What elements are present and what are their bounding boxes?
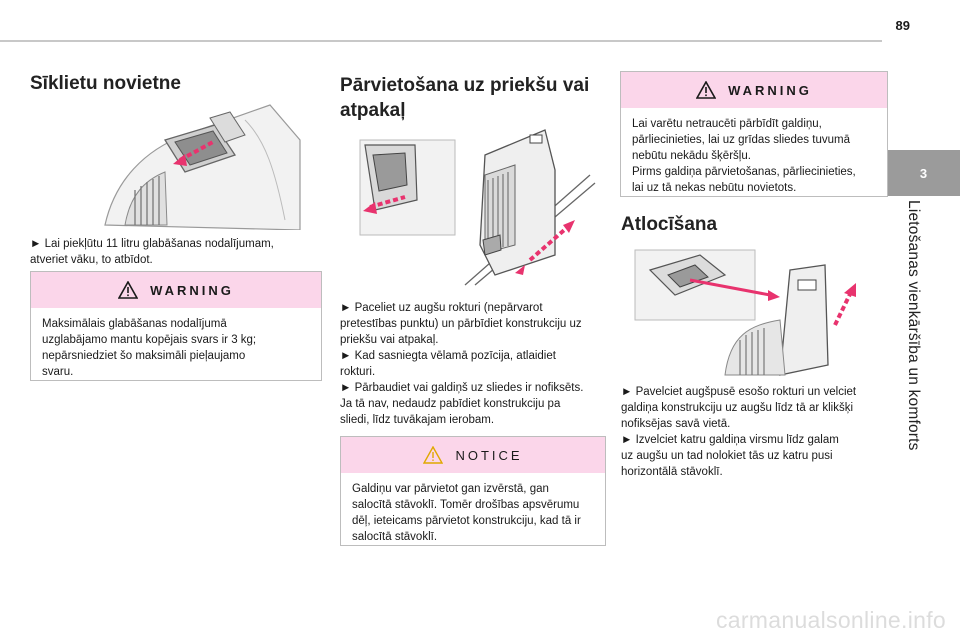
section-heading-unfold: Atlocīšana xyxy=(621,214,718,235)
warning-box-storage: WARNING Maksimālais glabāšanas nodalījum… xyxy=(30,271,322,381)
instruction-line: ► Kad sasniegta vēlamā pozīcija, atlaidi… xyxy=(340,350,556,362)
warning-box-slide: WARNING Lai varētu netraucēti pārbīdīt g… xyxy=(620,71,888,197)
instruction-line: Ja tā nav, nedaudz pabīdiet konstrukciju… xyxy=(340,398,561,410)
warning-line: nebūtu nekādu šķēršļu. xyxy=(632,150,751,162)
unfold-table-illustration xyxy=(634,249,856,376)
notice-triangle-icon xyxy=(423,446,444,464)
warning-body: Maksimālais glabāšanas nodalījumā uzglab… xyxy=(31,308,321,389)
instruction-line: sliedi, līdz tuvākajam ierobam. xyxy=(340,414,495,426)
watermark: carmanualsonline.info xyxy=(715,607,946,633)
storage-instructions: ► Lai piekļūtu 11 litru glabāšanas nodal… xyxy=(30,236,325,268)
slide-table-illustration xyxy=(359,129,596,286)
section-heading-slide: Pārvietošana uz priekšu vai atpakaļ xyxy=(340,73,600,123)
notice-line: dēļ, ieteicams pārvietot konstrukciju, k… xyxy=(352,515,581,527)
instruction-line: ► Izvelciet katru galdiņa virsmu līdz ga… xyxy=(621,434,839,446)
header-divider xyxy=(0,40,882,42)
storage-compartment-illustration xyxy=(104,104,301,230)
instruction-line: ► Pavelciet augšpusē esošo rokturi un ve… xyxy=(621,386,857,398)
warning-line: svaru. xyxy=(42,366,74,378)
heading-line: atpakaļ xyxy=(340,100,406,121)
instruction-line: horizontālā stāvoklī. xyxy=(621,466,723,478)
warning-label: WARNING xyxy=(150,282,234,298)
notice-label: NOTICE xyxy=(455,447,523,463)
heading-line: Pārvietošana uz priekšu vai xyxy=(340,75,590,96)
section-heading-storage: Sīklietu novietne xyxy=(30,73,181,94)
chapter-title: Lietošanas vienkāršība un komforts xyxy=(890,200,930,500)
warning-line: Maksimālais glabāšanas nodalījumā xyxy=(42,318,227,330)
warning-line: uzglabājamo mantu kopējais svars ir 3 kg… xyxy=(42,334,257,346)
notice-box: NOTICE Galdiņu var pārvietot gan izvērst… xyxy=(340,436,606,546)
instruction-line: galdiņa konstrukciju uz augšu līdz tā ar… xyxy=(621,402,854,414)
chapter-title-text: Lietošanas vienkāršība un komforts xyxy=(905,200,922,451)
slide-instructions: ► Paceliet uz augšu rokturi (nepārvarot … xyxy=(340,300,610,428)
warning-header: WARNING xyxy=(31,272,321,308)
warning-triangle-icon xyxy=(696,81,717,99)
warning-label: WARNING xyxy=(728,82,812,98)
notice-line: salocītā stāvoklī. Tomēr drošības apsvēr… xyxy=(352,499,580,511)
warning-line: Pirms galdiņa pārvietošanas, pārliecinie… xyxy=(632,166,856,178)
instruction-line: uz augšu un tad nolokiet tās uz katru pu… xyxy=(621,450,833,462)
page-number: 89 xyxy=(895,18,910,33)
warning-line: Lai varētu netraucēti pārbīdīt galdiņu, xyxy=(632,118,822,130)
chapter-tab[interactable]: 3 xyxy=(887,150,960,196)
instruction-line: nofiksējas savā vietā. xyxy=(621,418,731,430)
instruction-line: pretestības punktu) un pārbīdiet konstru… xyxy=(340,318,582,330)
unfold-instructions: ► Pavelciet augšpusē esošo rokturi un ve… xyxy=(621,384,883,480)
notice-header: NOTICE xyxy=(341,437,605,473)
chapter-number: 3 xyxy=(919,165,928,181)
instruction-line: atveriet vāku, to atbīdot. xyxy=(30,254,153,266)
warning-header: WARNING xyxy=(621,72,887,108)
notice-line: Galdiņu var pārvietot gan izvērstā, gan xyxy=(352,483,549,495)
instruction-line: ► Paceliet uz augšu rokturi (nepārvarot xyxy=(340,302,543,314)
notice-body: Galdiņu var pārvietot gan izvērstā, gan … xyxy=(341,473,605,554)
warning-line: pārliecinieties, lai uz grīdas sliedes t… xyxy=(632,134,850,146)
warning-line: nepārsniedziet šo maksimāli pieļaujamo xyxy=(42,350,246,362)
notice-line: salocītā stāvoklī. xyxy=(352,531,438,543)
instruction-line: rokturi. xyxy=(340,366,376,378)
instruction-line: ► Pārbaudiet vai galdiņš uz sliedes ir n… xyxy=(340,382,584,394)
warning-line: lai uz tā nekas nebūtu novietots. xyxy=(632,182,797,194)
instruction-line: priekšu vai atpakaļ. xyxy=(340,334,439,346)
warning-triangle-icon xyxy=(118,281,139,299)
warning-body: Lai varētu netraucēti pārbīdīt galdiņu, … xyxy=(621,108,887,205)
instruction-line: ► Lai piekļūtu 11 litru glabāšanas nodal… xyxy=(30,238,274,250)
